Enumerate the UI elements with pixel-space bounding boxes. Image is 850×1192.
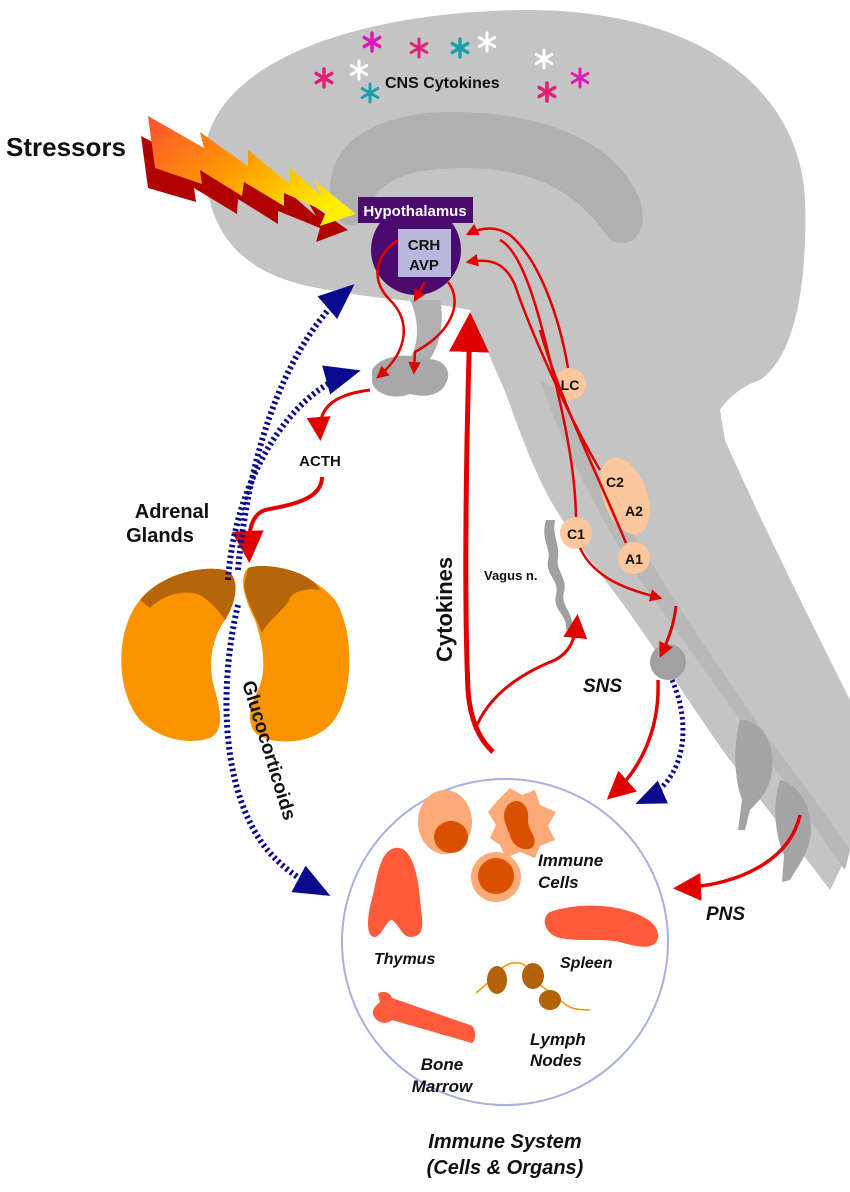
cns-cytokines-cluster: CNS Cytokines — [314, 31, 590, 104]
avp-label: AVP — [409, 257, 439, 274]
adrenal-label-line1: Adrenal — [135, 501, 209, 523]
a1-pathway — [538, 329, 628, 544]
cytokines-label: Cytokines — [432, 557, 457, 662]
pns-ganglion-1 — [735, 720, 773, 830]
acth-label: ACTH — [299, 453, 341, 470]
immune-cells-label-line1: Immune — [538, 851, 603, 870]
c2-label: C2 — [606, 474, 624, 490]
bone-label-line1: Bone — [421, 1055, 464, 1074]
sns-label: SNS — [583, 676, 622, 697]
nucleus-c1 — [560, 517, 592, 549]
bone-marrow-icon — [372, 991, 476, 1043]
bone-label-line2: Marrow — [412, 1077, 474, 1096]
c1-label: C1 — [567, 526, 585, 542]
pituitary-to-acth-arrow — [306, 388, 371, 441]
lymph-node-icon — [539, 990, 561, 1010]
immune-system-caption-line2: (Cells & Organs) — [427, 1157, 584, 1179]
spleen-icon — [544, 905, 659, 947]
a1-label: A1 — [625, 551, 643, 567]
immune-cells-label-line2: Cells — [538, 873, 579, 892]
sns-blue-to-immune-arrow — [635, 678, 686, 805]
a2-label: A2 — [625, 503, 643, 519]
hypothalamus: Hypothalamus CRH AVP — [358, 197, 473, 295]
glucocorticoids-to-immune-arrow — [223, 604, 331, 896]
stressors-label: Stressors — [6, 132, 126, 162]
thymus-icon — [368, 847, 423, 938]
left-adrenal — [121, 568, 236, 741]
acth-to-adrenal-arrow — [231, 476, 324, 563]
thymus-label: Thymus — [374, 951, 435, 968]
lymph-label-line2: Nodes — [530, 1051, 582, 1070]
c1-to-sns-arrow — [578, 547, 663, 602]
adrenal-label-line2: Glands — [126, 525, 194, 547]
crh-avp-box — [398, 229, 451, 277]
cytokines-to-hypothalamus-arrow — [449, 312, 495, 754]
noradrenergic-pathways — [465, 223, 663, 602]
spleen-label: Spleen — [560, 955, 613, 972]
lymph-node-icon — [487, 966, 507, 994]
crh-label: CRH — [408, 237, 441, 254]
cytokines-to-vagus-arrow — [473, 614, 588, 731]
cns-cytokines-label: CNS Cytokines — [385, 75, 500, 92]
lc-label: LC — [561, 377, 580, 393]
lc-to-hypothalamus-arrow — [465, 223, 570, 369]
glucocorticoid-pathways — [223, 284, 361, 896]
nucleus-c2-a2 — [600, 457, 650, 535]
nucleus-a1 — [618, 542, 650, 574]
sns-to-immune-arrow — [606, 679, 660, 800]
sns-ganglion — [650, 644, 686, 680]
adrenal-glands — [121, 566, 350, 742]
stressor-lightning-icon — [141, 116, 356, 242]
hypothalamus-label: Hypothalamus — [363, 203, 466, 220]
vagus-nerve — [544, 520, 573, 630]
pns-label: PNS — [706, 904, 745, 925]
lymph-node-icon — [522, 963, 544, 989]
pns-to-immune-arrow — [673, 814, 802, 901]
lymph-label-line1: Lymph — [530, 1030, 586, 1049]
immune-system: Immune Cells Thymus Spleen Lymph Nodes B… — [341, 778, 669, 1106]
vagus-label: Vagus n. — [484, 568, 537, 583]
pituitary — [372, 355, 449, 397]
c1-pathway — [499, 238, 578, 518]
brain — [204, 9, 850, 890]
brainstem-nuclei: LC C2 A2 C1 A1 — [554, 368, 650, 574]
feedback-to-hypothalamus-arrow — [235, 284, 355, 571]
crh-to-pituitary-arrow — [376, 238, 405, 379]
immune-system-caption-line1: Immune System — [428, 1131, 581, 1153]
